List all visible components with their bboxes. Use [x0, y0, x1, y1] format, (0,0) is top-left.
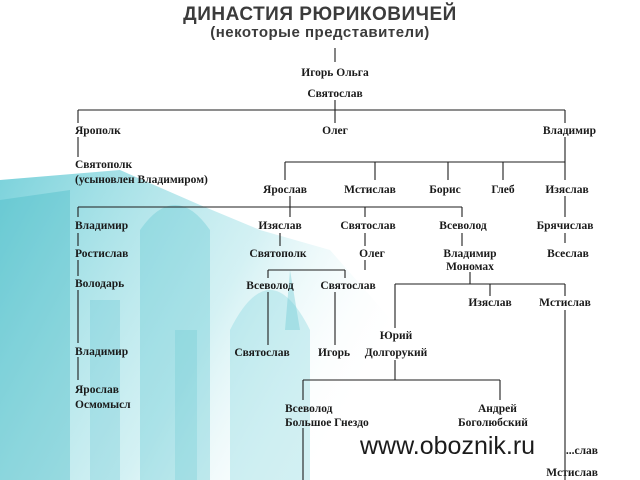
node-vsevolod-bg-2: Большое Гнездо	[285, 417, 369, 429]
node-svyatoslav-4: Святослав	[234, 347, 289, 359]
node-yaroslav-osm-1: Ярослав	[75, 384, 119, 396]
node-boris: Борис	[429, 184, 460, 196]
node-mstislav-2: Мстислав	[539, 297, 591, 309]
node-yaropolk: Ярополк	[75, 125, 121, 137]
node-izyaslav-1: Изяслав	[545, 184, 588, 196]
node-vladimir-2: Владимир	[75, 220, 128, 232]
node-izyaslav-3: Изяслав	[468, 297, 511, 309]
node-igor-2: Игорь	[318, 347, 350, 359]
node-andrey-2: Боголюбский	[458, 417, 528, 429]
node-oleg-2: Олег	[359, 248, 385, 260]
node-rostislav: Ростислав	[75, 248, 128, 260]
node-svyatopolk-2: Святополк	[249, 248, 307, 260]
node-svyatoslav-2: Святослав	[340, 220, 395, 232]
node-vsevolod-2: Всеволод	[246, 280, 294, 292]
chart-subtitle: (некоторые представители)	[210, 24, 430, 41]
node-svyatoslav-3: Святослав	[320, 280, 375, 292]
node-bryachislav: Брячислав	[537, 220, 594, 232]
watermark-text: www.oboznik.ru	[360, 432, 536, 460]
tree-connectors	[77, 48, 566, 480]
node-yuri-1: Юрий	[380, 330, 413, 342]
node-svyatopolk: Святополк	[75, 159, 133, 171]
node-vladimir-3: Владимир	[75, 346, 128, 358]
edge-monomakh-children	[394, 272, 566, 328]
node-andrey-1: Андрей	[478, 403, 517, 415]
node-svyatopolk-note: (усыновлен Владимиром)	[75, 174, 208, 186]
node-izyaslav-2: Изяслав	[258, 220, 301, 232]
node-partial-1: ...слав	[566, 445, 598, 457]
edge-yaroslav-children	[77, 196, 463, 217]
node-vseslav: Всеслав	[547, 248, 589, 260]
edge-vladimir-children	[284, 137, 566, 180]
node-mstislav-1: Мстислав	[344, 184, 396, 196]
node-vladimir-monomakh-2: Мономах	[446, 261, 494, 273]
edge-yuri-children	[302, 360, 501, 400]
node-volodar: Володарь	[75, 278, 124, 290]
node-vsevolod-bg-1: Всеволод	[285, 403, 333, 415]
node-igor-olga: Игорь Ольга	[301, 67, 369, 79]
node-vladimir-monomakh-1: Владимир	[443, 248, 496, 260]
edge-oleg-children	[267, 260, 366, 278]
node-partial-2: Мстислав	[546, 467, 598, 479]
node-oleg: Олег	[322, 125, 348, 137]
node-svyatoslav: Святослав	[307, 88, 362, 100]
node-yuri-2: Долгорукий	[365, 347, 428, 359]
node-vsevolod-1: Всеволод	[439, 220, 487, 232]
node-gleb: Глеб	[491, 184, 515, 196]
node-yaroslav-1: Ярослав	[263, 184, 307, 196]
chart-title: ДИНАСТИЯ РЮРИКОВИЧЕЙ	[183, 4, 457, 25]
edge-root-branch	[77, 100, 566, 123]
node-yaroslav-osm-2: Осмомысл	[75, 399, 131, 411]
node-vladimir-1: Владимир	[543, 125, 596, 137]
